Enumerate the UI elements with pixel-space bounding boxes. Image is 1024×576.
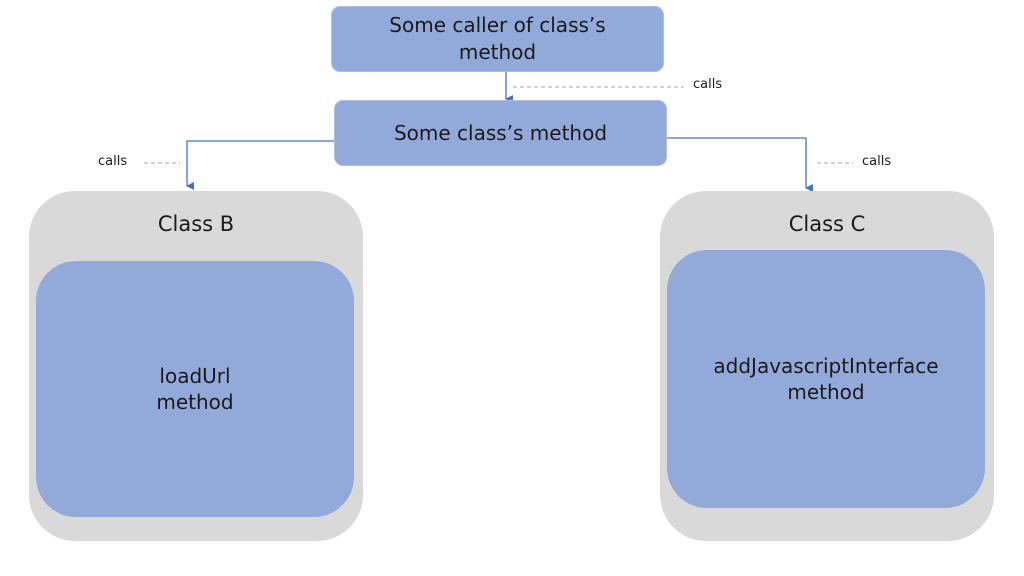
arrow-method-to-class-b: [186, 140, 334, 190]
class-b-method-line2: method: [156, 390, 234, 414]
caller-label-line2: method: [458, 40, 537, 64]
class-c-method-line1: addJavascriptInterface: [713, 354, 939, 378]
class-b-title: Class B: [157, 212, 235, 236]
class-c-title: Class C: [788, 212, 866, 236]
arrow-method-to-class-c: [667, 137, 813, 192]
calls-label-top: calls: [693, 77, 723, 92]
calls-label-left: calls: [98, 154, 128, 169]
method-label: Some class’s method: [393, 121, 608, 145]
caller-label-line1: Some caller of class’s: [389, 13, 606, 37]
class-c-method-box: addJavascriptInterface method: [667, 250, 985, 508]
class-b-method-line1: loadUrl: [159, 364, 231, 388]
calls-label-right: calls: [862, 154, 892, 169]
class-b-method-box: loadUrl method: [36, 261, 354, 517]
class-c-method-line2: method: [787, 380, 865, 404]
class-c-container: Class C addJavascriptInterface method: [660, 191, 994, 541]
class-b-container: Class B loadUrl method: [29, 191, 363, 541]
method-box: Some class’s method: [334, 100, 667, 166]
caller-box: Some caller of class’s method: [331, 6, 664, 72]
